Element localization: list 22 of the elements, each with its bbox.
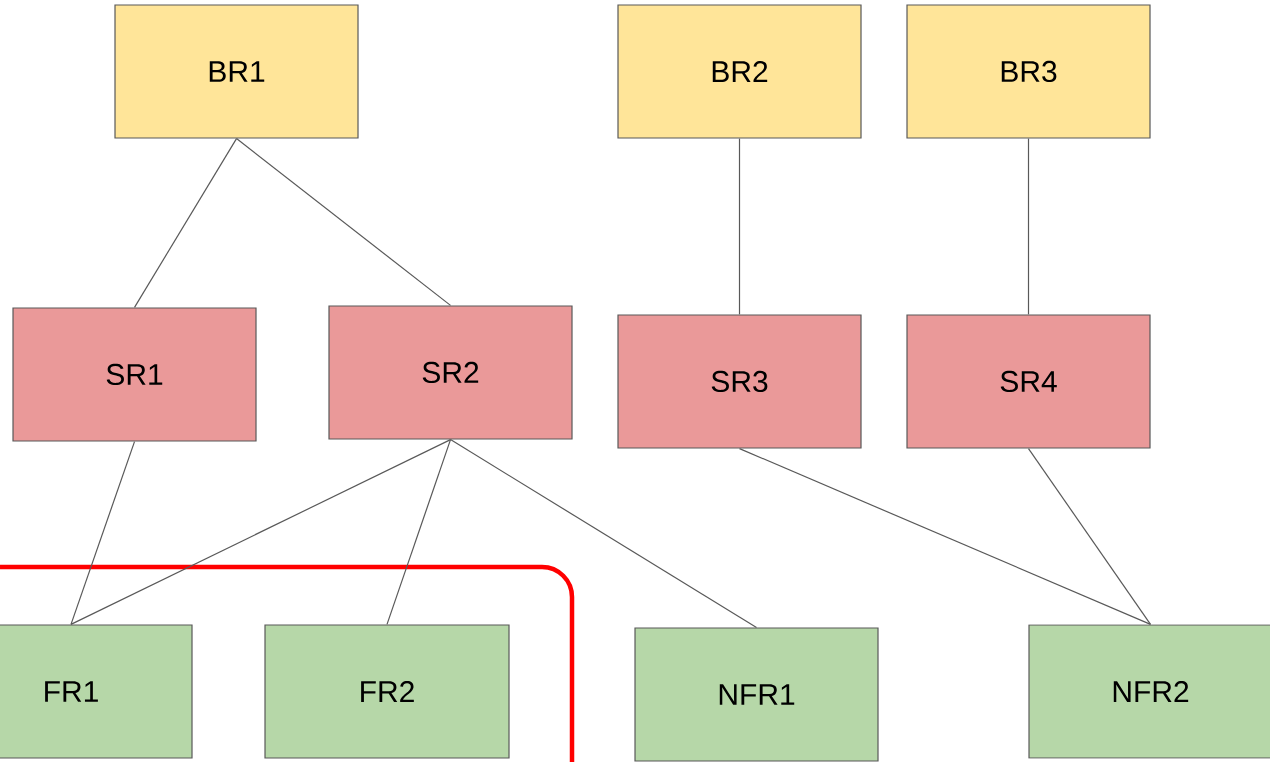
requirement-box: NFR2 [1028, 624, 1270, 759]
requirement-box: SR3 [617, 314, 862, 449]
requirement-box: SR1 [12, 307, 257, 442]
connector-line [133, 138, 238, 308]
connector-line [1027, 448, 1152, 625]
requirement-box: FR1 [0, 624, 193, 759]
requirement-box: SR4 [906, 314, 1151, 449]
connector-line [386, 439, 452, 625]
requirement-box: FR2 [264, 624, 510, 759]
requirement-box: NFR1 [634, 627, 879, 762]
connector-line [738, 448, 1152, 625]
connector-line [738, 138, 741, 315]
connector-line [70, 441, 136, 625]
requirement-box: BR3 [906, 4, 1151, 139]
requirement-box: BR1 [114, 4, 359, 139]
group-outline [0, 564, 575, 762]
requirement-box: SR2 [328, 305, 573, 440]
connector-line [70, 439, 452, 625]
requirement-box: BR2 [617, 4, 862, 139]
connector-line [235, 138, 452, 306]
connector-line [1027, 138, 1030, 315]
connector-line [449, 439, 758, 628]
